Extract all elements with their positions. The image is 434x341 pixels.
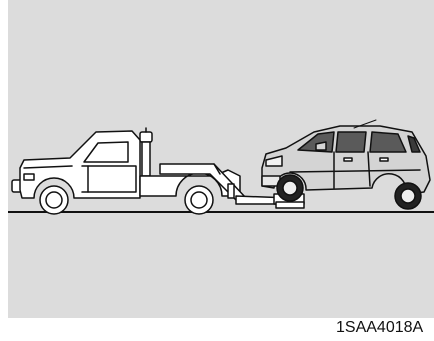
car-window-middle	[336, 132, 366, 152]
truck-beacon	[140, 132, 152, 142]
truck-front-wheel	[40, 186, 68, 214]
towed-car-icon	[262, 120, 430, 209]
car-mirror	[316, 142, 326, 150]
car-front-wheel	[277, 175, 303, 201]
car-rear-wheel	[395, 183, 421, 209]
truck-cab-body	[20, 131, 140, 198]
tow-truck-icon	[12, 128, 304, 214]
truck-rear-wheel	[185, 186, 213, 214]
wheel-lift-platform	[276, 202, 304, 208]
truck-boom-post	[142, 142, 150, 176]
figure-code: 1SAA4018A	[336, 319, 434, 339]
truck-grille	[24, 174, 34, 180]
